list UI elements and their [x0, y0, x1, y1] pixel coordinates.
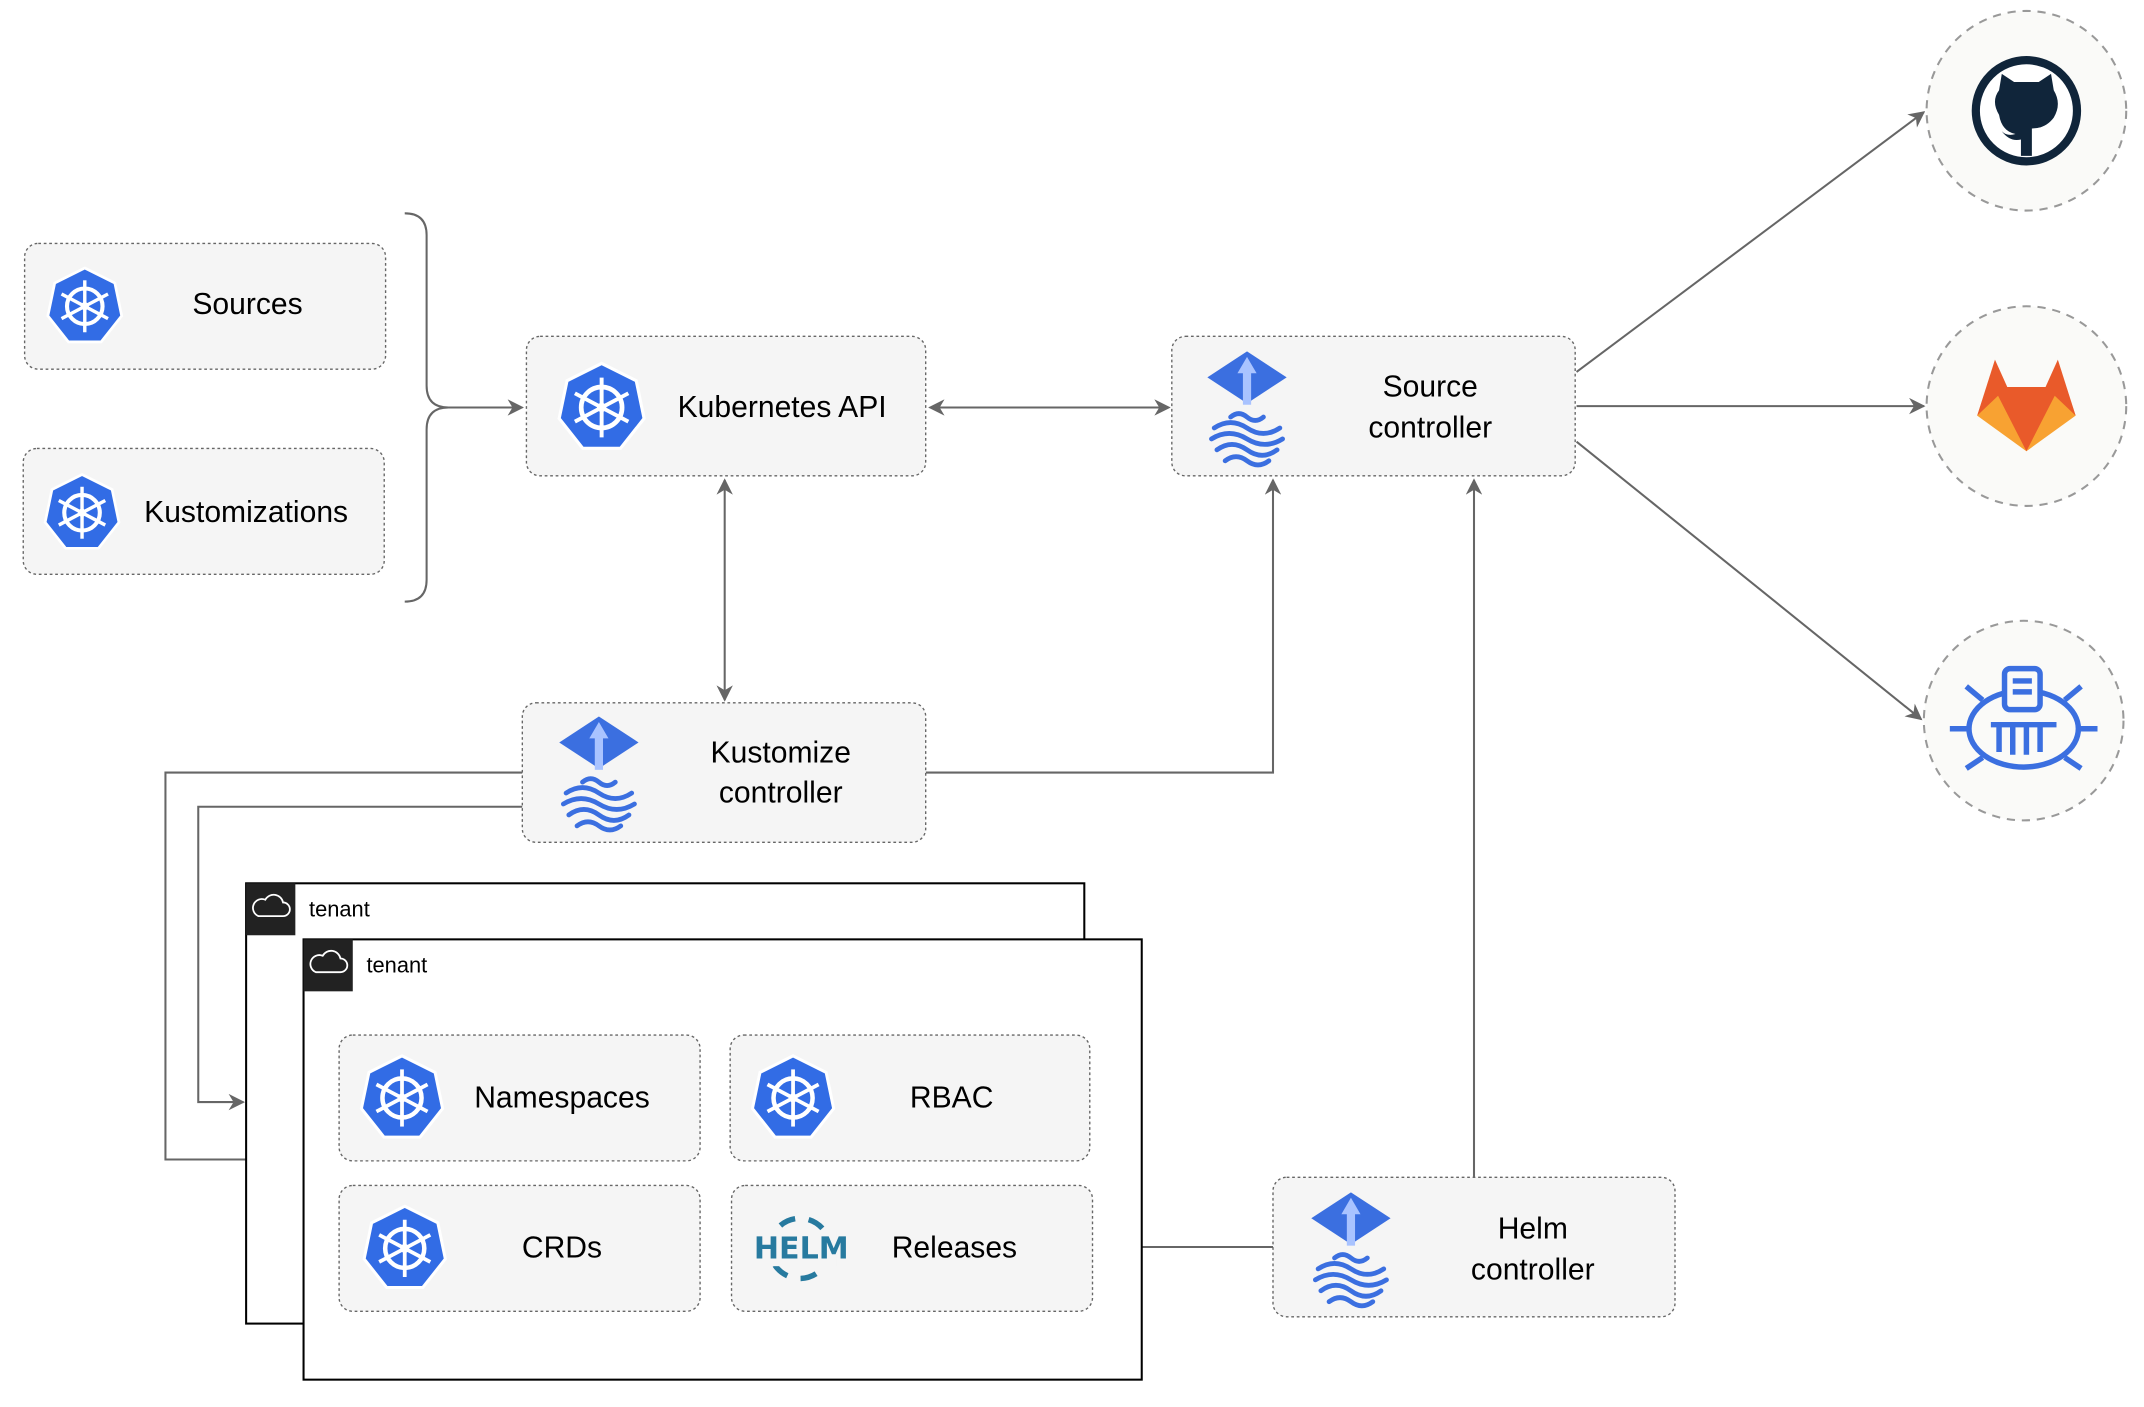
helm-controller-node: Helm controller: [1272, 1176, 1676, 1318]
sources-node: Sources: [23, 242, 387, 370]
rbac-label: RBAC: [910, 1081, 994, 1114]
bucket-icon: [1949, 665, 2098, 771]
github-icon: [1971, 56, 2082, 166]
crds-label: CRDs: [522, 1232, 602, 1265]
edges: [164, 111, 1926, 1256]
kustomize-source-edge: [925, 478, 1282, 774]
kubernetes-api-label: Kubernetes API: [678, 391, 887, 424]
kustomize-controller-node: Kustomize controller: [521, 702, 927, 843]
rbac-node: RBAC: [729, 1034, 1091, 1162]
gitlab-icon: [1977, 359, 2076, 452]
source-bucket-edge: [1575, 440, 1923, 721]
github-source: [1925, 9, 2128, 212]
kubernetes-api-node: Kubernetes API: [525, 335, 927, 477]
tenant-label: tenant: [366, 952, 427, 977]
tenant-label: tenant: [309, 896, 370, 921]
kustomizations-label: Kustomizations: [144, 496, 348, 529]
source-controller-node: Source controller: [1171, 335, 1576, 477]
gitlab-source: [1925, 305, 2128, 507]
releases-node: HELM Releases: [730, 1184, 1094, 1312]
sources-label: Sources: [192, 288, 302, 321]
sources-to-api-brace: [404, 212, 524, 416]
namespaces-label: Namespaces: [474, 1081, 650, 1114]
kustomize-tenant2-edge: [164, 771, 523, 1168]
crds-node: CRDs: [338, 1184, 701, 1312]
bucket-source: [1922, 619, 2125, 822]
helm-controller-label-1: Helm: [1498, 1213, 1568, 1246]
source-controller-label-2: controller: [1368, 411, 1492, 444]
source-github-edge: [1575, 111, 1926, 373]
brace-lower: [404, 406, 449, 603]
helm-icon: HELM: [754, 1215, 849, 1282]
kustomize-controller-label-2: controller: [719, 776, 843, 809]
releases-label: Releases: [892, 1232, 1017, 1265]
svg-text:HELM: HELM: [754, 1231, 849, 1266]
kustomizations-node: Kustomizations: [22, 447, 385, 575]
kustomize-tenant1-edge: [197, 805, 523, 1111]
source-controller-label-1: Source: [1383, 370, 1478, 403]
namespaces-node: Namespaces: [338, 1034, 701, 1162]
helm-controller-label-2: controller: [1471, 1254, 1595, 1287]
kustomize-controller-label-1: Kustomize: [711, 737, 851, 770]
